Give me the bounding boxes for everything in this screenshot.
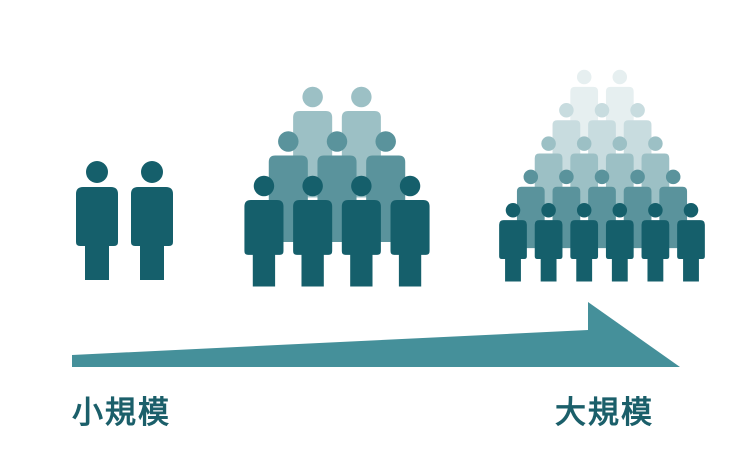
small-group xyxy=(76,161,173,280)
label-large-scale: 大規模 xyxy=(555,395,654,431)
medium-group xyxy=(244,86,430,287)
person-icon xyxy=(76,161,118,280)
person-icon xyxy=(131,161,173,280)
large-group xyxy=(499,69,705,282)
growth-arrow-icon xyxy=(72,302,680,367)
label-small-scale: 小規模 xyxy=(72,395,171,431)
